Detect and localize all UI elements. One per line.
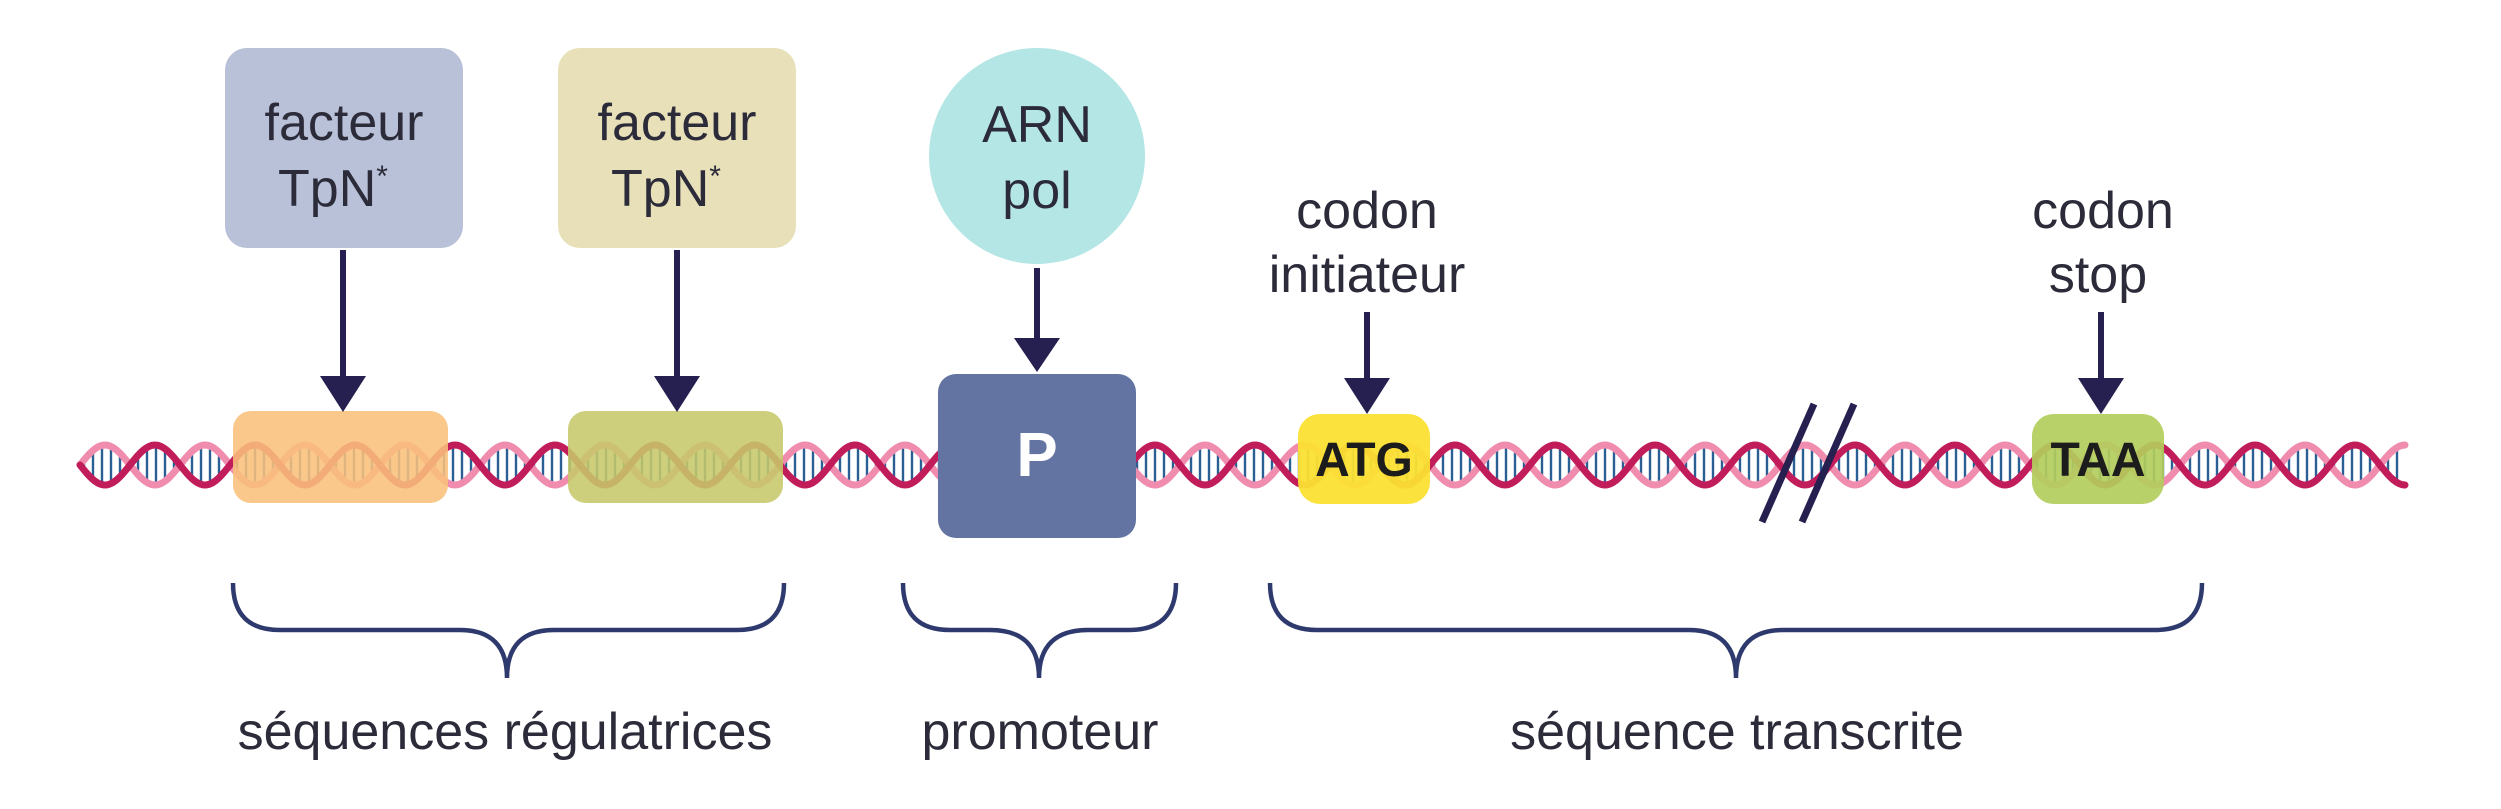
promoter-block [938, 374, 1136, 538]
factor-1-line1: facteur [265, 94, 424, 152]
transcription-factor-1-box [225, 48, 463, 248]
stop-codon-label-line2: stop [2049, 246, 2147, 304]
arrow-factor-2 [654, 250, 700, 412]
arrow-stop-codon [2078, 312, 2124, 414]
factor-2-line2-group: TpN* [611, 160, 721, 218]
factor-1-line2: TpN [278, 160, 376, 218]
factor-1-sup: * [376, 160, 388, 193]
sequence-break-mark [1758, 402, 1858, 524]
arrow-factor-1 [320, 250, 366, 412]
transcribed-sequence-label: séquence transcrite [1510, 703, 1964, 761]
regulatory-site-2 [568, 411, 783, 503]
factor-2-line2: TpN [611, 160, 709, 218]
regulatory-sequences-label: séquences régulatrices [238, 703, 773, 761]
arrow-rna-pol [1014, 268, 1060, 372]
factor-2-sup: * [709, 160, 721, 193]
stop-codon-box [2032, 414, 2164, 504]
rna-polymerase-circle [929, 48, 1145, 264]
stop-codon-seq: TAA [2050, 434, 2145, 487]
start-codon-box [1298, 414, 1430, 504]
stop-codon-label-line1: codon [2032, 182, 2174, 240]
rna-pol-line2: pol [1002, 162, 1071, 220]
rna-pol-line1: ARN [982, 96, 1092, 154]
regulatory-site-1 [233, 411, 448, 503]
arrows [320, 250, 2124, 414]
promoter-letter: P [1016, 421, 1057, 490]
braces [230, 582, 2205, 679]
start-codon-label-line2: initiateur [1269, 246, 1466, 304]
brace-transcribed [1267, 582, 2205, 679]
brace-regulatory [230, 582, 787, 679]
start-codon-seq: ATG [1315, 434, 1413, 487]
promoter-label: promoteur [922, 703, 1159, 761]
brace-promoter [900, 582, 1179, 679]
start-codon-label-line1: codon [1296, 182, 1438, 240]
factor-1-line2-group: TpN* [278, 160, 388, 218]
arrow-start-codon [1344, 312, 1390, 414]
transcription-factor-2-box [558, 48, 796, 248]
factor-2-line1: facteur [598, 94, 757, 152]
